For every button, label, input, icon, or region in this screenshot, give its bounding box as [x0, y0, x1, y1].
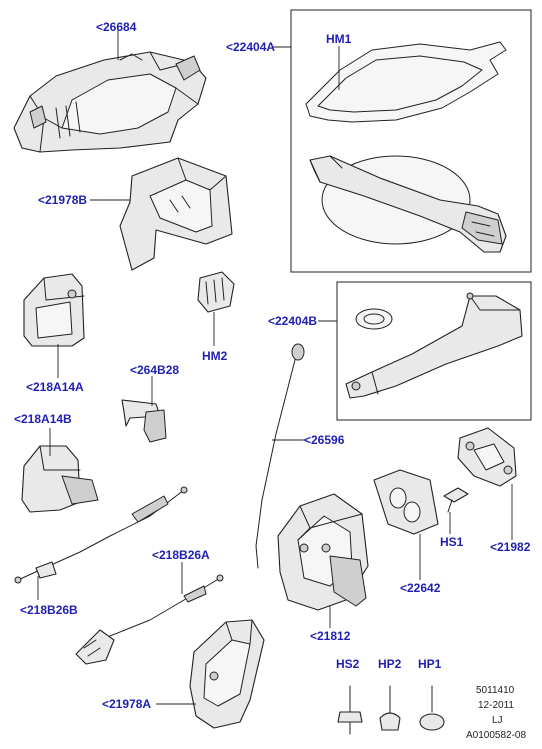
box-22404A	[290, 9, 532, 273]
part-22404B-inside-handle	[345, 292, 523, 399]
part-HM2-clip	[197, 271, 235, 313]
callout-21978A: <21978A	[102, 697, 151, 711]
callout-22642: <22642	[400, 581, 441, 595]
part-21982-striker	[457, 427, 517, 487]
part-21812-latch	[277, 493, 369, 611]
part-21978B-pad	[119, 157, 233, 271]
part-HP1-plug	[419, 685, 445, 731]
part-21978A-pad	[189, 619, 265, 729]
callout-HP2: HP2	[378, 657, 402, 671]
callout-21812: <21812	[310, 629, 351, 643]
callout-218A14A: <218A14A	[26, 380, 84, 394]
part-HM1-gasket	[305, 41, 507, 123]
part-22404A-outer-handle	[309, 155, 507, 253]
callout-26596: <26596	[304, 433, 345, 447]
callout-22404A: <22404A	[226, 40, 275, 54]
part-264B28-bracket	[121, 399, 167, 443]
part-HS1-screw	[443, 487, 469, 513]
part-26596-rod	[255, 343, 305, 569]
box-22404B	[336, 281, 532, 421]
callout-HM1: HM1	[326, 32, 352, 46]
callout-HP1: HP1	[418, 657, 442, 671]
callout-HS2: HS2	[336, 657, 360, 671]
part-26684-housing	[13, 51, 207, 153]
footer-date: 12-2011	[478, 700, 514, 711]
footer-code: 5011410	[476, 685, 515, 696]
callout-218B26A: <218B26A	[152, 548, 210, 562]
part-218B26B-cable	[14, 486, 188, 584]
callout-218B26B: <218B26B	[20, 603, 78, 617]
callout-21982: <21982	[490, 540, 531, 554]
part-HS2-screw	[337, 685, 363, 735]
callout-26684: <26684	[96, 20, 137, 34]
footer-reference: A0100582-08	[466, 730, 526, 741]
part-22404B-gasket-ring	[355, 308, 393, 330]
callout-21978B: <21978B	[38, 193, 87, 207]
part-22642-plate	[373, 469, 439, 535]
callout-HS1: HS1	[440, 535, 464, 549]
part-HP2-plug	[379, 685, 401, 731]
callout-22404B: <22404B	[268, 314, 317, 328]
callout-264B28: <264B28	[130, 363, 179, 377]
part-218A14B-bezel	[21, 445, 99, 513]
footer-initials: LJ	[492, 715, 503, 726]
callout-218A14B: <218A14B	[14, 412, 72, 426]
part-218A14A-bezel	[23, 273, 85, 347]
callout-HM2: HM2	[202, 349, 228, 363]
part-218B26A-cable	[75, 574, 224, 665]
